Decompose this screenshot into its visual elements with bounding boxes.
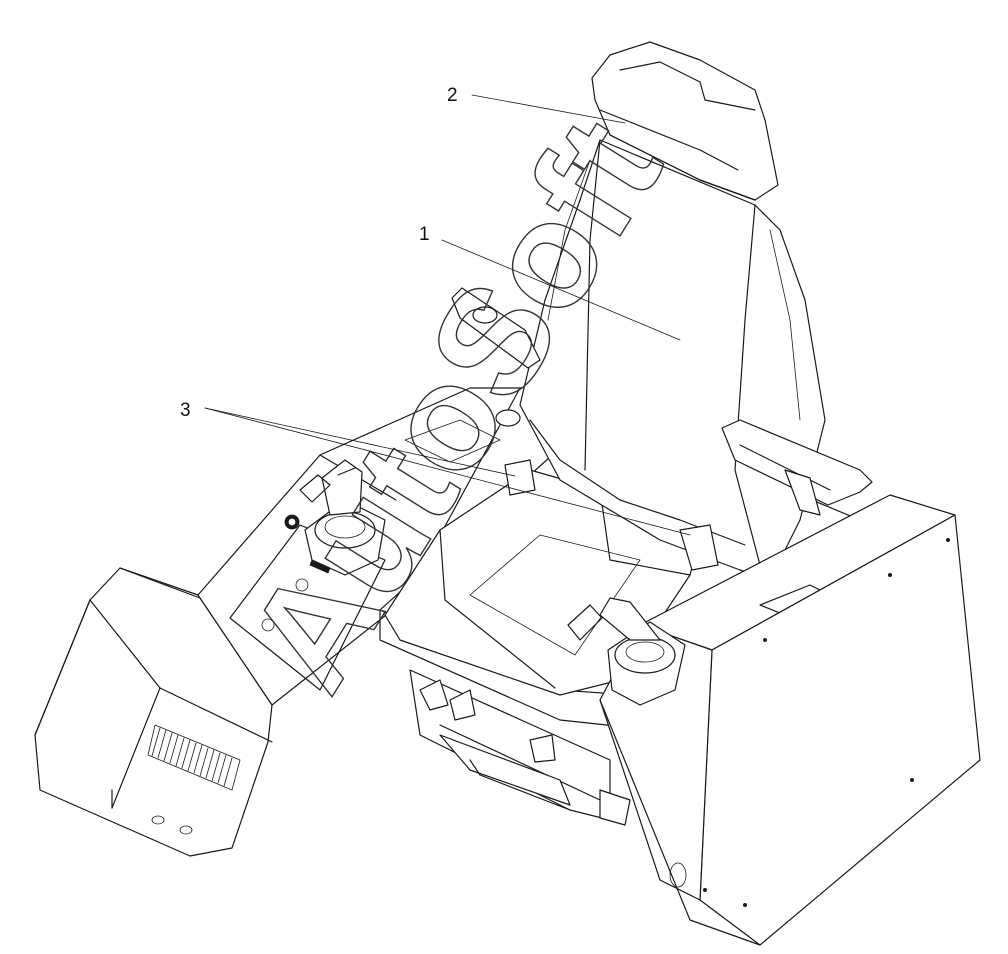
callout-leaders: [204, 94, 691, 536]
leader-line-2: [471, 94, 626, 124]
right-armrest: [721, 419, 873, 516]
callout-2: 2: [447, 85, 458, 106]
seat-belt-buckle: [495, 409, 719, 571]
leader-line-3a: [204, 407, 516, 477]
callout-3: 3: [180, 400, 191, 421]
right-joystick: [567, 597, 686, 706]
leader-line-3b: [204, 407, 691, 536]
seat-suspension: [409, 669, 631, 826]
callout-labels: 2 1 3: [180, 85, 458, 421]
left-joystick: [299, 459, 386, 576]
vent-grille: [147, 724, 241, 791]
right-control-panel: [599, 494, 981, 946]
seat-cushion: [384, 469, 701, 696]
left-control-box: [34, 567, 273, 857]
left-armrest: [451, 287, 541, 369]
leader-line-1: [441, 239, 681, 341]
seat-headrest: [591, 41, 779, 201]
callout-1: 1: [419, 224, 430, 245]
